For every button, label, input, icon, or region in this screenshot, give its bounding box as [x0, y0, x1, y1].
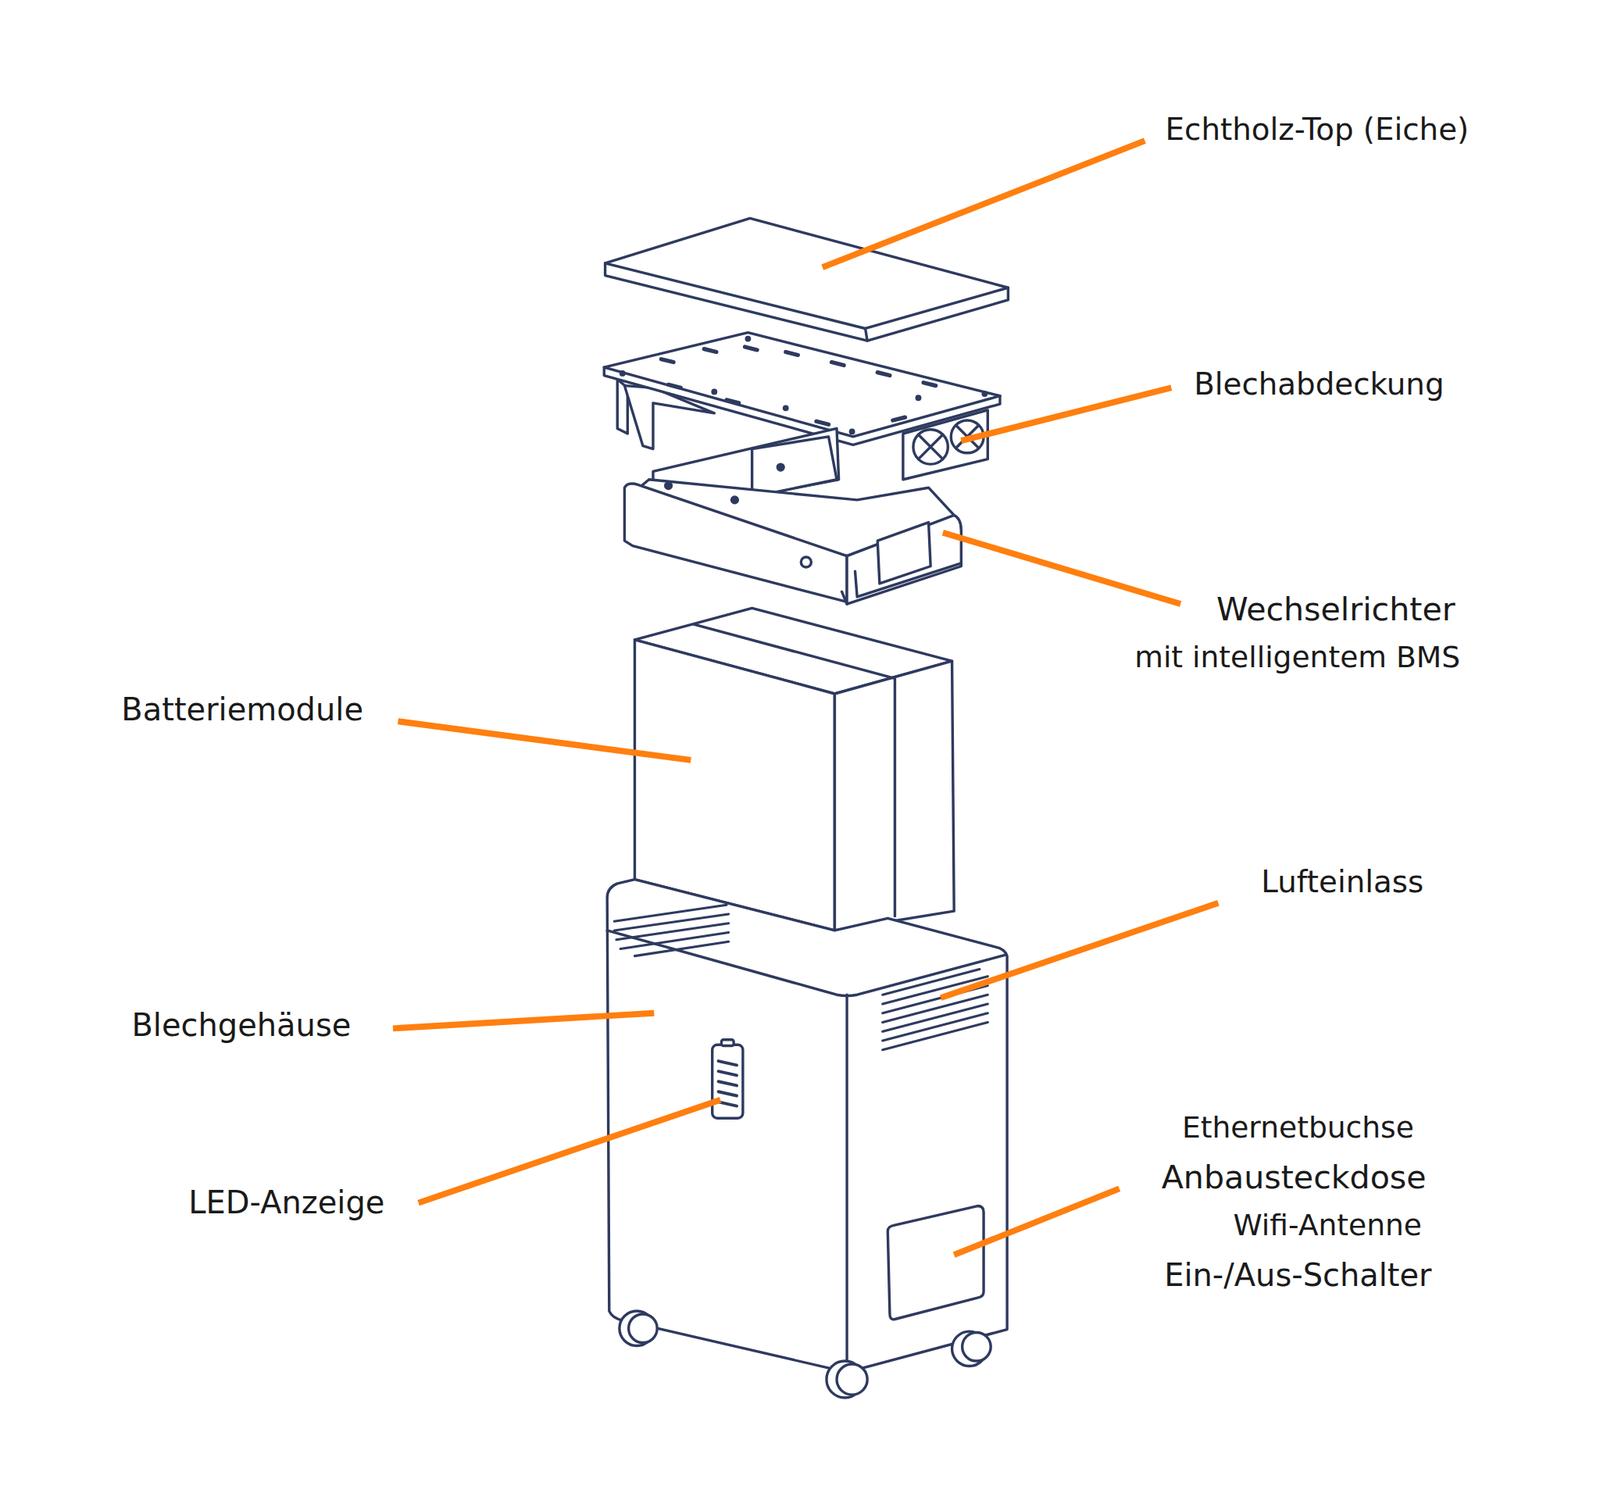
leader-line [942, 532, 1181, 604]
part-label: mit intelligentem BMS [1134, 640, 1461, 675]
part-label: Ethernetbuchse [1182, 1110, 1415, 1145]
part-label: LED-Anzeige [188, 1185, 385, 1222]
part-label: Blechgehäuse [131, 1007, 351, 1044]
part-label: Blechabdeckung [1193, 367, 1444, 403]
part-label: Echtholz-Top (Eiche) [1165, 112, 1470, 148]
leader-line [822, 140, 1146, 268]
part-label: Wifi-Antenne [1233, 1208, 1423, 1243]
leader-line [960, 387, 1172, 441]
leader-line [418, 1100, 722, 1204]
part-label: Wechselrichter [1216, 591, 1456, 629]
part-label: Anbausteckdose [1161, 1159, 1427, 1197]
leader-line [940, 903, 1218, 998]
part-label: Lufteinlass [1260, 864, 1424, 900]
leader-line [392, 1013, 654, 1029]
leader-line [397, 721, 691, 761]
part-label: Batteriemodule [121, 692, 364, 729]
leader-line [953, 1188, 1120, 1255]
part-label: Ein-/Aus-Schalter [1164, 1257, 1432, 1294]
